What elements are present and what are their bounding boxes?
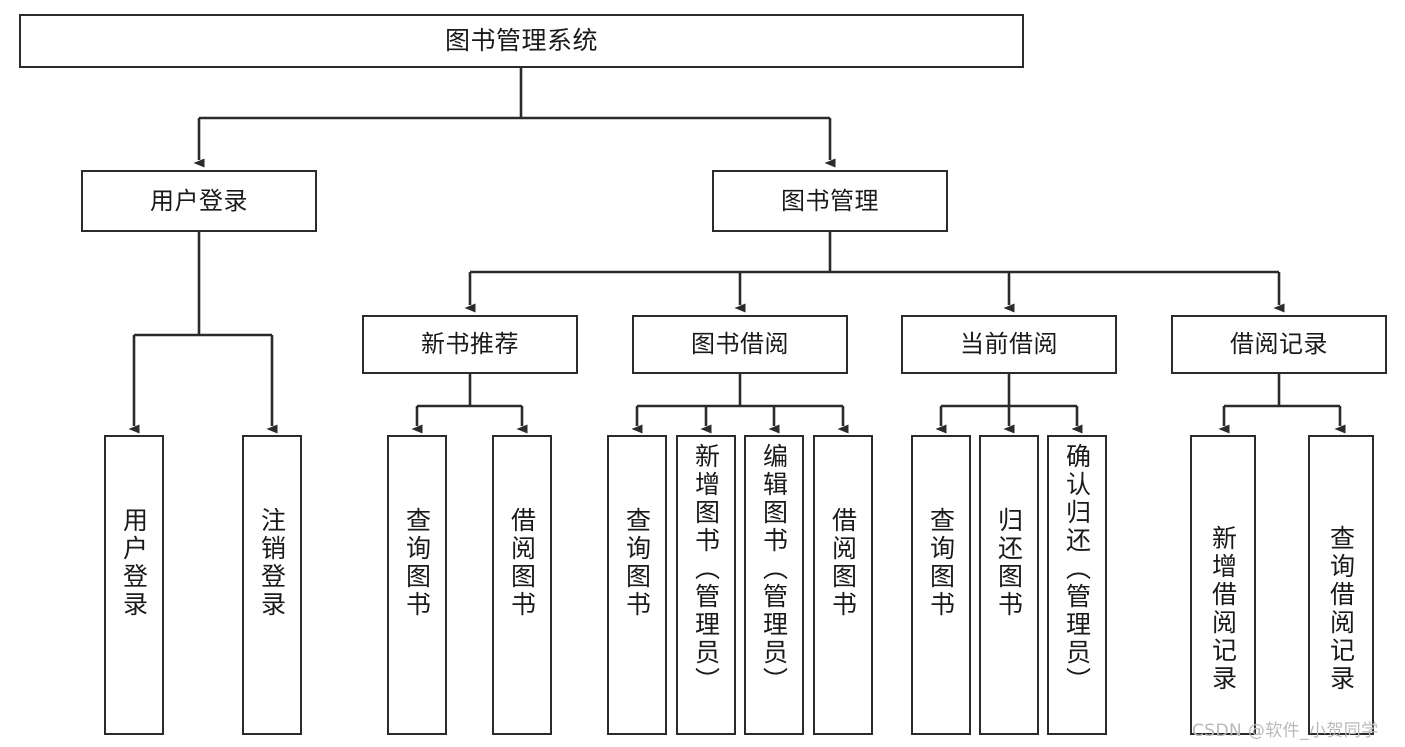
node-leaf-edit-book[interactable]: 编辑图书（管理员） <box>744 435 804 735</box>
node-root[interactable]: 图书管理系统 <box>19 14 1024 68</box>
node-new-book-recommend[interactable]: 新书推荐 <box>362 315 578 374</box>
node-leaf-borrow-book-2-label: 借阅图书 <box>828 507 858 619</box>
node-leaf-edit-book-label: 编辑图书（管理员） <box>759 443 789 695</box>
node-borrow-record[interactable]: 借阅记录 <box>1171 315 1387 374</box>
node-leaf-borrow-book-1-label: 借阅图书 <box>507 507 537 619</box>
node-leaf-query-book-3[interactable]: 查询图书 <box>911 435 971 735</box>
node-leaf-borrow-book-1[interactable]: 借阅图书 <box>492 435 552 735</box>
node-leaf-confirm-return[interactable]: 确认归还（管理员） <box>1047 435 1107 735</box>
node-leaf-logout[interactable]: 注销登录 <box>242 435 302 735</box>
node-leaf-return-book[interactable]: 归还图书 <box>979 435 1039 735</box>
node-current-borrow-label: 当前借阅 <box>960 330 1058 359</box>
node-book-manage-label: 图书管理 <box>781 186 879 215</box>
node-leaf-query-book-1-label: 查询图书 <box>402 507 432 619</box>
node-leaf-user-login-label: 用户登录 <box>119 507 149 619</box>
node-leaf-add-record-label: 新增借阅记录 <box>1208 525 1238 693</box>
node-user-login-label: 用户登录 <box>150 186 248 215</box>
node-leaf-query-book-3-label: 查询图书 <box>926 507 956 619</box>
node-leaf-query-record[interactable]: 查询借阅记录 <box>1308 435 1374 735</box>
node-leaf-query-record-label: 查询借阅记录 <box>1326 525 1356 693</box>
node-book-borrow-label: 图书借阅 <box>691 330 789 359</box>
node-book-manage[interactable]: 图书管理 <box>712 170 948 232</box>
node-leaf-borrow-book-2[interactable]: 借阅图书 <box>813 435 873 735</box>
node-leaf-confirm-return-label: 确认归还（管理员） <box>1062 443 1092 695</box>
node-leaf-add-record[interactable]: 新增借阅记录 <box>1190 435 1256 735</box>
node-new-book-recommend-label: 新书推荐 <box>421 330 519 359</box>
csdn-watermark: CSDN @软件_小贺同学 <box>1192 721 1379 741</box>
node-root-label: 图书管理系统 <box>444 26 598 56</box>
node-user-login[interactable]: 用户登录 <box>81 170 317 232</box>
node-leaf-user-login[interactable]: 用户登录 <box>104 435 164 735</box>
node-leaf-logout-label: 注销登录 <box>257 507 287 619</box>
node-borrow-record-label: 借阅记录 <box>1230 330 1328 359</box>
node-current-borrow[interactable]: 当前借阅 <box>901 315 1117 374</box>
node-book-borrow[interactable]: 图书借阅 <box>632 315 848 374</box>
node-leaf-return-book-label: 归还图书 <box>994 507 1024 619</box>
node-leaf-query-book-2[interactable]: 查询图书 <box>607 435 667 735</box>
node-leaf-add-book[interactable]: 新增图书（管理员） <box>676 435 736 735</box>
node-leaf-add-book-label: 新增图书（管理员） <box>691 443 721 695</box>
node-leaf-query-book-1[interactable]: 查询图书 <box>387 435 447 735</box>
node-leaf-query-book-2-label: 查询图书 <box>622 507 652 619</box>
